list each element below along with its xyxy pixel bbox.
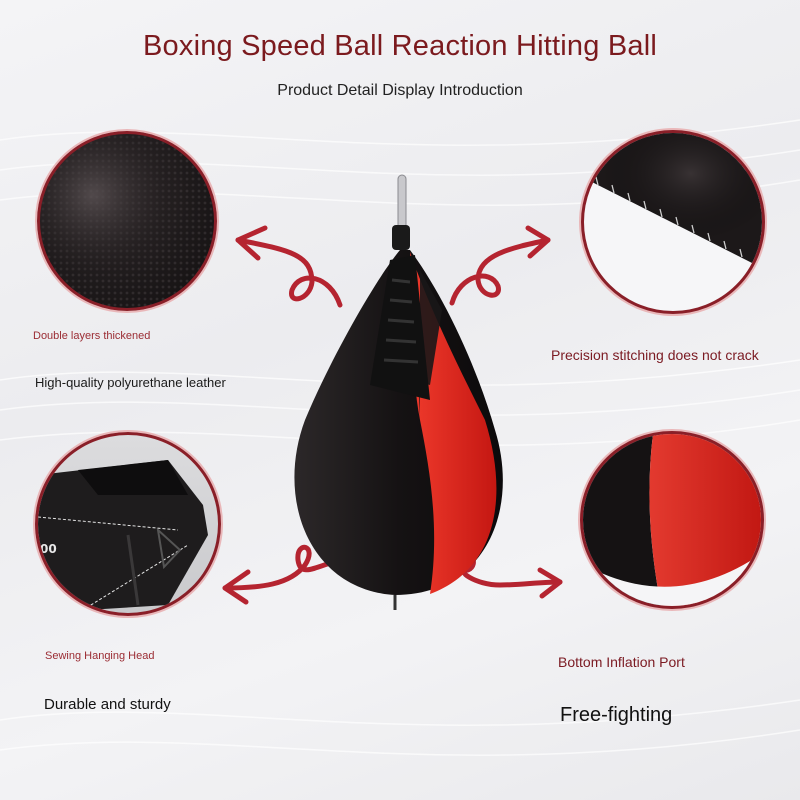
speed-ball-product-image [294, 174, 503, 610]
page-subtitle: Product Detail Display Introduction [277, 82, 523, 99]
feature-desc-free-fighting: Free-fighting [560, 704, 673, 726]
stitching-image [584, 133, 762, 268]
arrow-top-left-icon [235, 237, 343, 308]
leather-texture-image [40, 134, 214, 308]
inflation-port-detail [580, 431, 764, 609]
hanging-head-detail: 00 [35, 432, 221, 616]
ball-bottom-image [583, 434, 761, 606]
feature-label-stitching: Precision stitching does not crack [551, 347, 759, 363]
svg-text:00: 00 [40, 542, 57, 556]
hanging-hook-icon [397, 174, 407, 231]
feature-label-double-layers: Double layers thickened [33, 330, 151, 342]
leather-texture-detail [37, 131, 217, 311]
feature-desc-leather: High-quality polyurethane leather [35, 375, 226, 390]
feature-label-hanging-head: Sewing Hanging Head [45, 650, 155, 662]
arrow-bottom-left-icon [222, 544, 333, 591]
feature-desc-durable: Durable and sturdy [44, 696, 171, 713]
page-title: Boxing Speed Ball Reaction Hitting Ball [143, 30, 657, 62]
arrow-top-right-icon [449, 237, 551, 306]
stitching-detail [581, 130, 765, 314]
feature-label-inflation-port: Bottom Inflation Port [558, 654, 685, 670]
hanging-head-image: 00 [38, 460, 208, 613]
